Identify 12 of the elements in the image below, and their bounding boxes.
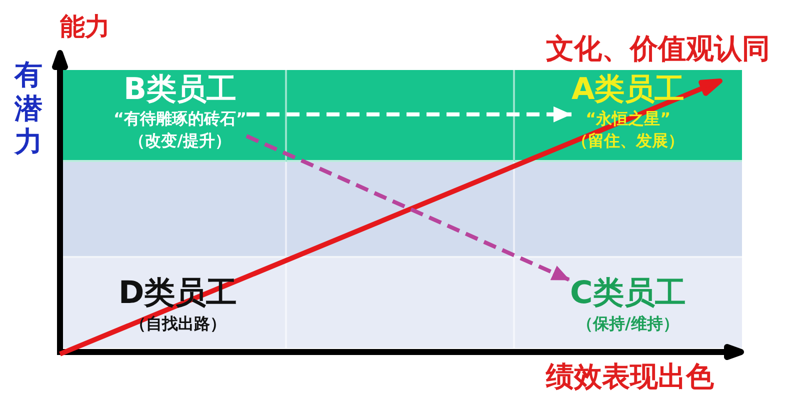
arrow-label: 文化、价值观认同	[546, 31, 770, 67]
axis-label: 有潜力	[14, 58, 44, 159]
axis-title: 绩效表现出色	[546, 359, 714, 395]
category-title: A类员工	[572, 72, 685, 108]
action-text: （保持/维持）	[576, 313, 679, 335]
quote-text: “有待雕琢的砖石”	[114, 108, 247, 130]
dashed-arrow	[246, 134, 571, 282]
action-text: （改变/提升）	[129, 130, 231, 152]
axis-title: 能力	[60, 11, 110, 43]
dashed-arrow	[246, 106, 572, 122]
category-title: C类员工	[570, 274, 686, 312]
category-title: B类员工	[124, 72, 236, 108]
